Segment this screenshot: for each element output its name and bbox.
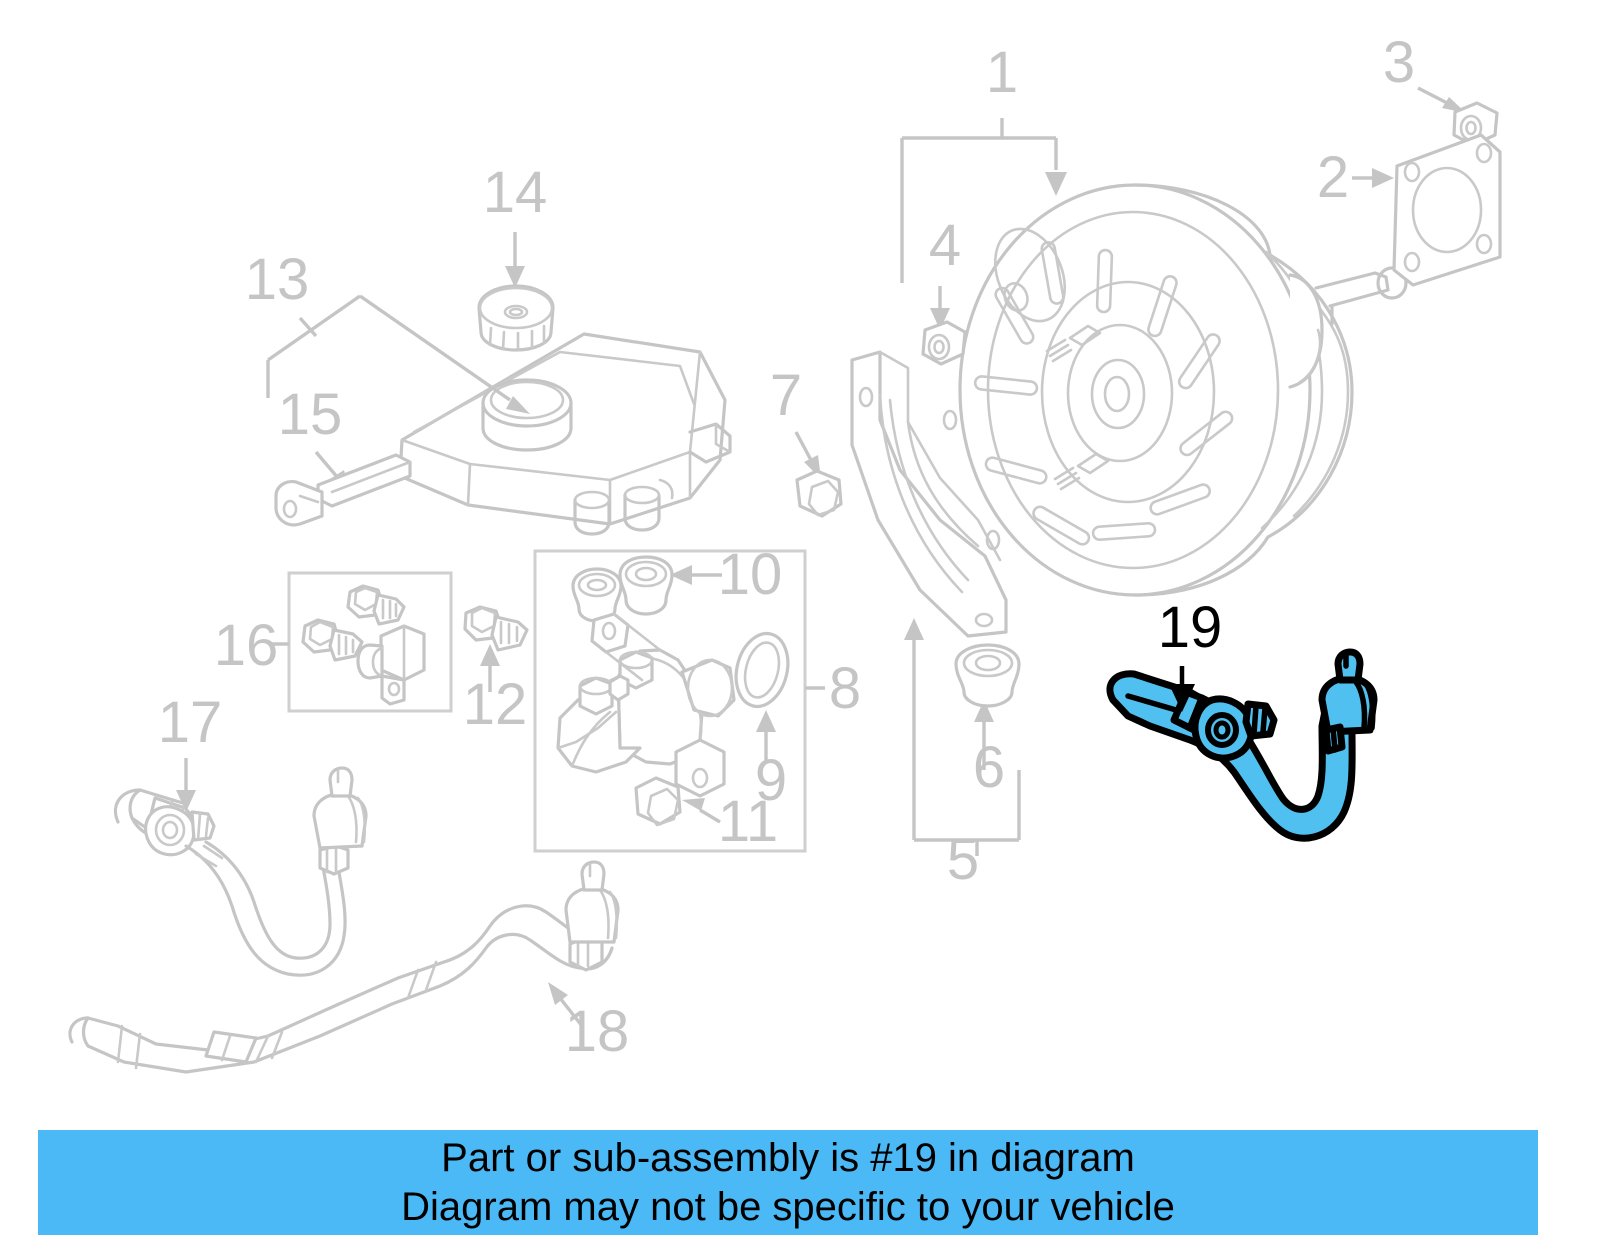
fitting-bolt-lower <box>301 618 364 662</box>
callout-label-9: 9 <box>755 748 787 813</box>
flange-nut-lower-part <box>921 320 967 366</box>
brake-booster-group <box>958 183 1408 597</box>
callout-17-leader <box>176 758 196 812</box>
callout-1-leader <box>900 118 1067 283</box>
callout-4-leader <box>930 286 950 330</box>
brake-hose-front-part <box>113 766 368 977</box>
hex-nut-part <box>795 469 843 518</box>
callout-10-leader <box>670 565 722 585</box>
master-cylinder-body <box>556 612 736 798</box>
reservoir-assembly-part <box>398 332 732 536</box>
callout-13-leader <box>266 294 530 414</box>
reservoir-cap-part <box>477 284 555 352</box>
callout-14-leader <box>505 232 525 288</box>
callout-label-6: 6 <box>973 735 1005 800</box>
callout-label-10: 10 <box>718 542 783 607</box>
callout-label-12: 12 <box>463 672 528 737</box>
grommet-part <box>954 643 1021 708</box>
master-cylinder-box: 10 <box>533 542 807 854</box>
part-notice-banner: Part or sub-assembly is #19 in diagram D… <box>38 1130 1538 1235</box>
mounting-nut-part <box>634 776 682 827</box>
callout-label-4: 4 <box>929 213 961 278</box>
callout-label-18: 18 <box>565 999 630 1064</box>
callout-label-3: 3 <box>1383 30 1415 95</box>
callout-18-leader <box>548 982 584 1028</box>
brake-hose-highlighted-part <box>1106 648 1378 842</box>
callout-9-leader <box>756 710 776 762</box>
callout-label-1: 1 <box>986 40 1018 105</box>
callout-label-13: 13 <box>245 247 310 312</box>
callout-label-16: 16 <box>214 613 279 678</box>
callout-19-leader <box>1169 666 1195 712</box>
callout-12-leader <box>480 644 500 692</box>
bolt-part <box>463 605 529 652</box>
banner-line-1: Part or sub-assembly is #19 in diagram <box>441 1135 1135 1180</box>
booster-gasket-part <box>1392 133 1502 287</box>
brake-tube-part <box>68 860 620 1074</box>
callout-label-15: 15 <box>278 382 343 447</box>
fitting-bolt-upper <box>346 584 406 626</box>
callout-label-17: 17 <box>158 690 223 755</box>
flange-nut-upper-part <box>1452 101 1499 147</box>
callout-label-14: 14 <box>483 160 548 225</box>
callout-5-leader <box>904 618 1021 856</box>
callout-label-2: 2 <box>1317 145 1349 210</box>
callout-2-leader <box>1352 168 1394 188</box>
callout-label-19: 19 <box>1158 595 1223 660</box>
reservoir-grommet-pair <box>571 555 674 623</box>
callout-label-11: 11 <box>718 789 778 854</box>
callout-6-leader <box>974 700 994 770</box>
level-sensor-rod-part <box>274 453 412 527</box>
booster-bracket-part <box>850 350 1008 638</box>
callout-label-5: 5 <box>947 827 979 892</box>
callout-11-leader <box>682 798 721 824</box>
fitting-switch-block <box>356 624 426 706</box>
banner-line-2: Diagram may not be specific to your vehi… <box>401 1184 1175 1229</box>
o-ring-seal-part <box>734 631 790 709</box>
callout-label-7: 7 <box>770 363 802 428</box>
fittings-kit-box <box>287 571 453 713</box>
callout-label-8: 8 <box>829 656 861 721</box>
